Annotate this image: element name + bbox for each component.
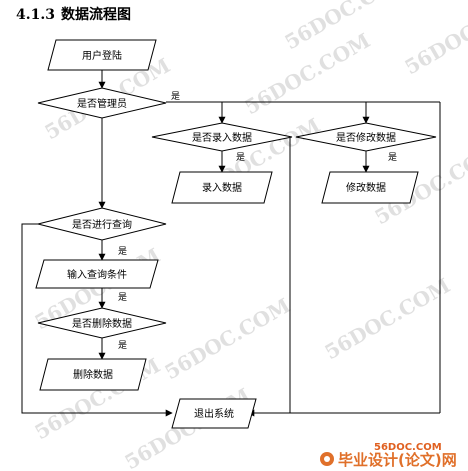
site-logo: 56DOC.COM 毕业设计(论文)网 (320, 442, 457, 469)
section-number: 4.1.3 (16, 7, 55, 23)
edge-label-modify-yes: 是 (388, 152, 397, 163)
node-modify: 修改数据 (321, 171, 419, 204)
node-exit: 退出系统 (171, 398, 257, 429)
watermark-9: 56DOC.COM (321, 273, 455, 364)
node-exit-label: 退出系统 (194, 407, 234, 420)
logo-site-name: 56DOC.COM (374, 442, 442, 453)
watermark-4: 56DOC.COM (401, 0, 468, 79)
node-is-modify: 是否修改数据 (295, 122, 437, 152)
node-is-query-label: 是否进行查询 (72, 218, 132, 231)
node-is-admin-label: 是否管理员 (77, 97, 127, 110)
node-modify-label: 修改数据 (346, 181, 386, 194)
node-input-condition: 输入查询条件 (35, 259, 159, 289)
section-title: 数据流程图 (60, 7, 131, 23)
edge-labels: 是 是 是 是 是 是 (118, 91, 397, 351)
edge-label-entry-yes: 是 (236, 152, 245, 163)
edge-label-delete-yes: 是 (118, 340, 127, 351)
node-is-delete-label: 是否删除数据 (72, 317, 132, 330)
edge-label-admin-yes: 是 (171, 91, 180, 102)
node-entry-label: 录入数据 (202, 181, 242, 194)
node-is-modify-label: 是否修改数据 (336, 131, 396, 144)
connectors (21, 70, 441, 417)
node-entry: 录入数据 (171, 171, 273, 204)
edge-label-query-yes: 是 (118, 246, 127, 257)
section-heading: 4.1.3 数据流程图 (16, 4, 131, 24)
node-login: 用户登陆 (47, 39, 157, 71)
node-is-admin: 是否管理员 (37, 87, 167, 119)
node-is-query: 是否进行查询 (37, 207, 167, 241)
node-delete: 删除数据 (39, 358, 147, 391)
edge-label-condition-yes: 是 (118, 292, 127, 303)
watermark-8: 56DOC.COM (161, 293, 295, 384)
node-delete-label: 删除数据 (73, 368, 113, 381)
node-is-entry: 是否录入数据 (151, 122, 293, 152)
logo-text: 毕业设计(论文)网 (338, 451, 457, 469)
node-is-entry-label: 是否录入数据 (192, 131, 252, 144)
node-login-label: 用户登陆 (82, 49, 122, 62)
node-input-condition-label: 输入查询条件 (67, 268, 127, 281)
node-is-delete: 是否删除数据 (37, 307, 167, 339)
